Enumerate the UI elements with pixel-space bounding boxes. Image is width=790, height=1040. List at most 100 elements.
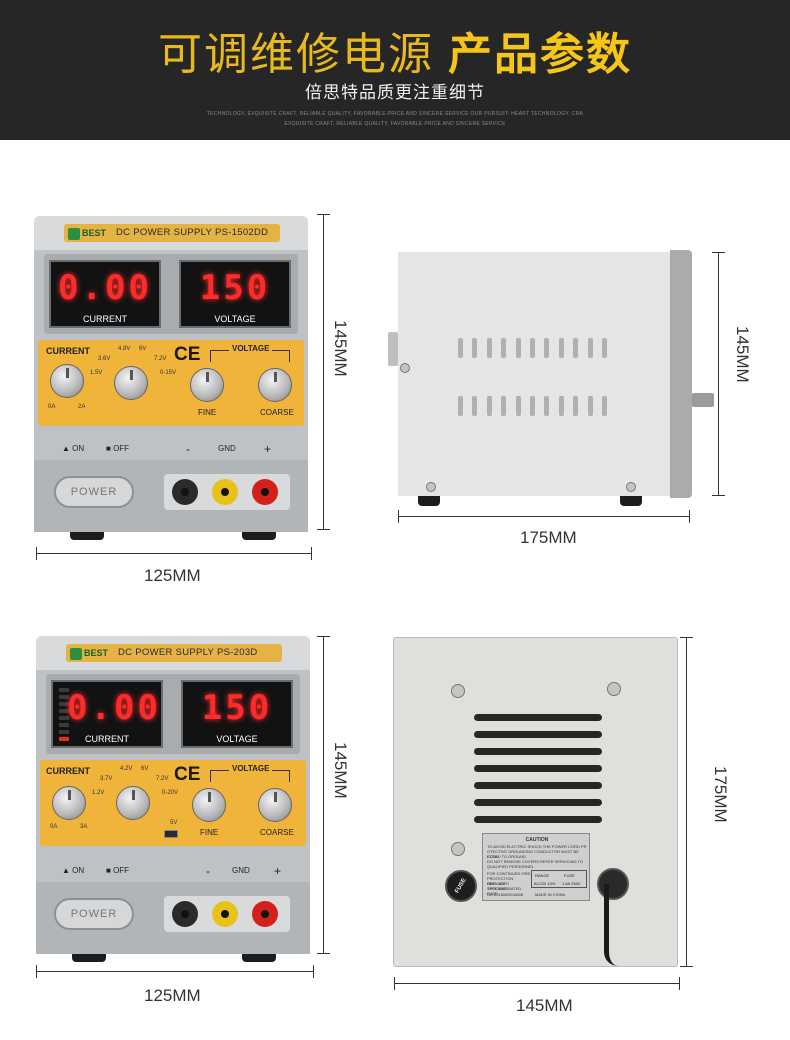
front1-width-label: 125MM [144,566,201,585]
voltage-scale-3: 4.2V [120,766,133,772]
plate-rating-table: RANGE FUSE AC220 10% 1.6A 250V [531,870,587,888]
positive-terminal[interactable] [252,479,278,505]
voltage-scale-2: 3.6V [98,356,111,362]
positive-terminal[interactable] [252,901,278,927]
side-vents-bottom [458,396,616,421]
foot-left [72,954,106,962]
plate-fuse-header: FUSE [564,873,575,878]
plate-line-4: DO NOT REMOVE COVERS.REFER SERVICING TO [487,859,584,864]
rear-width-label: 145MM [516,996,573,1015]
plate-line-10: NO.2016060016808 [487,892,524,897]
voltage-caption: VOLTAGE [229,764,273,773]
logo-text: BEST [84,648,109,658]
side-height-label: 145MM [733,326,752,383]
plate-line-2: OTECTIVE GROUNDING CONDUCTOR MUST BE CON… [487,849,579,859]
model-label: DC POWER SUPPLY PS-203D [66,644,282,662]
on-text: ON [72,444,85,453]
power-cord [604,884,618,966]
voltage-scale-1: 1.2V [92,790,105,796]
usb-port[interactable] [164,830,178,838]
rear-height-label: 175MM [711,766,730,823]
display-panel: 0.00 CURRENT 150 VOLTAGE [44,254,298,334]
current-knob[interactable] [50,364,84,398]
voltage-display: 150 VOLTAGE [179,260,291,328]
voltage-readout: 150 [201,688,273,728]
current-readout: 0.00 [58,268,152,308]
fuse-caption: FUSE [454,877,468,895]
voltage-range-knob[interactable] [116,786,150,820]
on-label: ▲ ON [62,866,85,875]
logo-text: BEST [82,228,107,238]
voltage-display-label: VOLTAGE [214,314,256,324]
side-knob [692,393,714,407]
side-foot-right [620,496,642,506]
current-display-label: CURRENT [85,734,129,744]
minus-label: - [186,442,190,456]
voltage-scale-5: 7.2V [156,776,169,782]
ce-mark: CE [174,344,201,365]
rear-screw-top-right [607,682,621,696]
output-terminals [164,896,290,932]
level-bars [59,688,69,744]
negative-terminal[interactable] [172,479,198,505]
rear-fan-vents [474,714,602,833]
fuse-holder[interactable]: FUSE [445,870,477,902]
off-text: OFF [113,444,130,453]
rear-warning-plate: CAUTION TO AVOID ELECTRIC SHOCK THE POWE… [482,833,590,901]
off-label: ■ OFF [106,444,130,453]
voltage-scale-5: 7.2V [154,356,167,362]
fine-knob[interactable] [192,788,226,822]
plate-caution: CAUTION [525,837,549,843]
logo-icon [70,647,82,660]
fine-knob[interactable] [190,368,224,402]
voltage-scale-6: 0-20V [162,790,179,796]
front2-width-label: 125MM [144,986,201,1005]
voltage-caption: VOLTAGE [229,344,273,353]
front-panel-ps1502dd: DC POWER SUPPLY PS-1502DD BEST 0.00 CURR… [34,216,308,540]
gnd-terminal[interactable] [212,479,238,505]
foot-right [242,954,276,962]
front2-height-label: 145MM [331,742,350,799]
plate-line-1: TO AVOID ELECTRIC SHOCK THE POWER CORD P… [487,844,587,849]
plate-line-7: PROTECTION REPLACE [487,876,514,886]
side-screw-bottom-left [426,482,436,492]
foot-left [70,532,104,540]
front-panel-ps203d: DC POWER SUPPLY PS-203D BEST 0.00 CURREN… [36,636,310,962]
power-button[interactable]: POWER [54,898,134,930]
tagline-line-2: EXQUISITE CRAFT, RELIABLE QUALITY, FAVOR… [284,121,506,127]
plate-made-in: MADE IN CHINA [535,892,566,897]
foot-right [242,532,276,540]
display-panel: 0.00 CURRENT 150 VOLTAGE [46,674,300,754]
gnd-label: GND [218,444,236,453]
rear-screw-bottom-left [451,842,465,856]
plate-fuse-value: 1.6A 250V [562,881,581,886]
plate-range-value: AC220 10% [534,881,556,886]
rear-width-line [394,977,680,990]
side-width-line [398,510,690,523]
ce-mark: CE [174,764,201,785]
usb-label: 5V [170,820,178,826]
negative-terminal[interactable] [172,901,198,927]
current-caption: CURRENT [46,766,90,776]
side-foot-left [418,496,440,506]
voltage-display-label: VOLTAGE [216,734,258,744]
coarse-knob[interactable] [258,788,292,822]
side-view-front-edge [670,250,692,498]
current-knob[interactable] [52,786,86,820]
coarse-knob[interactable] [258,368,292,402]
minus-label: - [206,864,210,878]
amp-max-label: 2A [78,404,86,410]
gnd-terminal[interactable] [212,901,238,927]
voltage-readout: 150 [199,268,271,308]
voltage-scale-1: 1.5V [90,370,103,376]
rear-height-line [680,637,693,967]
current-display: 0.00 CURRENT [51,680,163,748]
on-label: ▲ ON [62,444,85,453]
front1-height-line [317,214,330,530]
side-view-body [398,252,670,496]
current-display-label: CURRENT [83,314,127,324]
power-button[interactable]: POWER [54,476,134,508]
side-vents-top [458,338,616,363]
amp-max-label: 3A [80,824,88,830]
voltage-range-knob[interactable] [114,366,148,400]
